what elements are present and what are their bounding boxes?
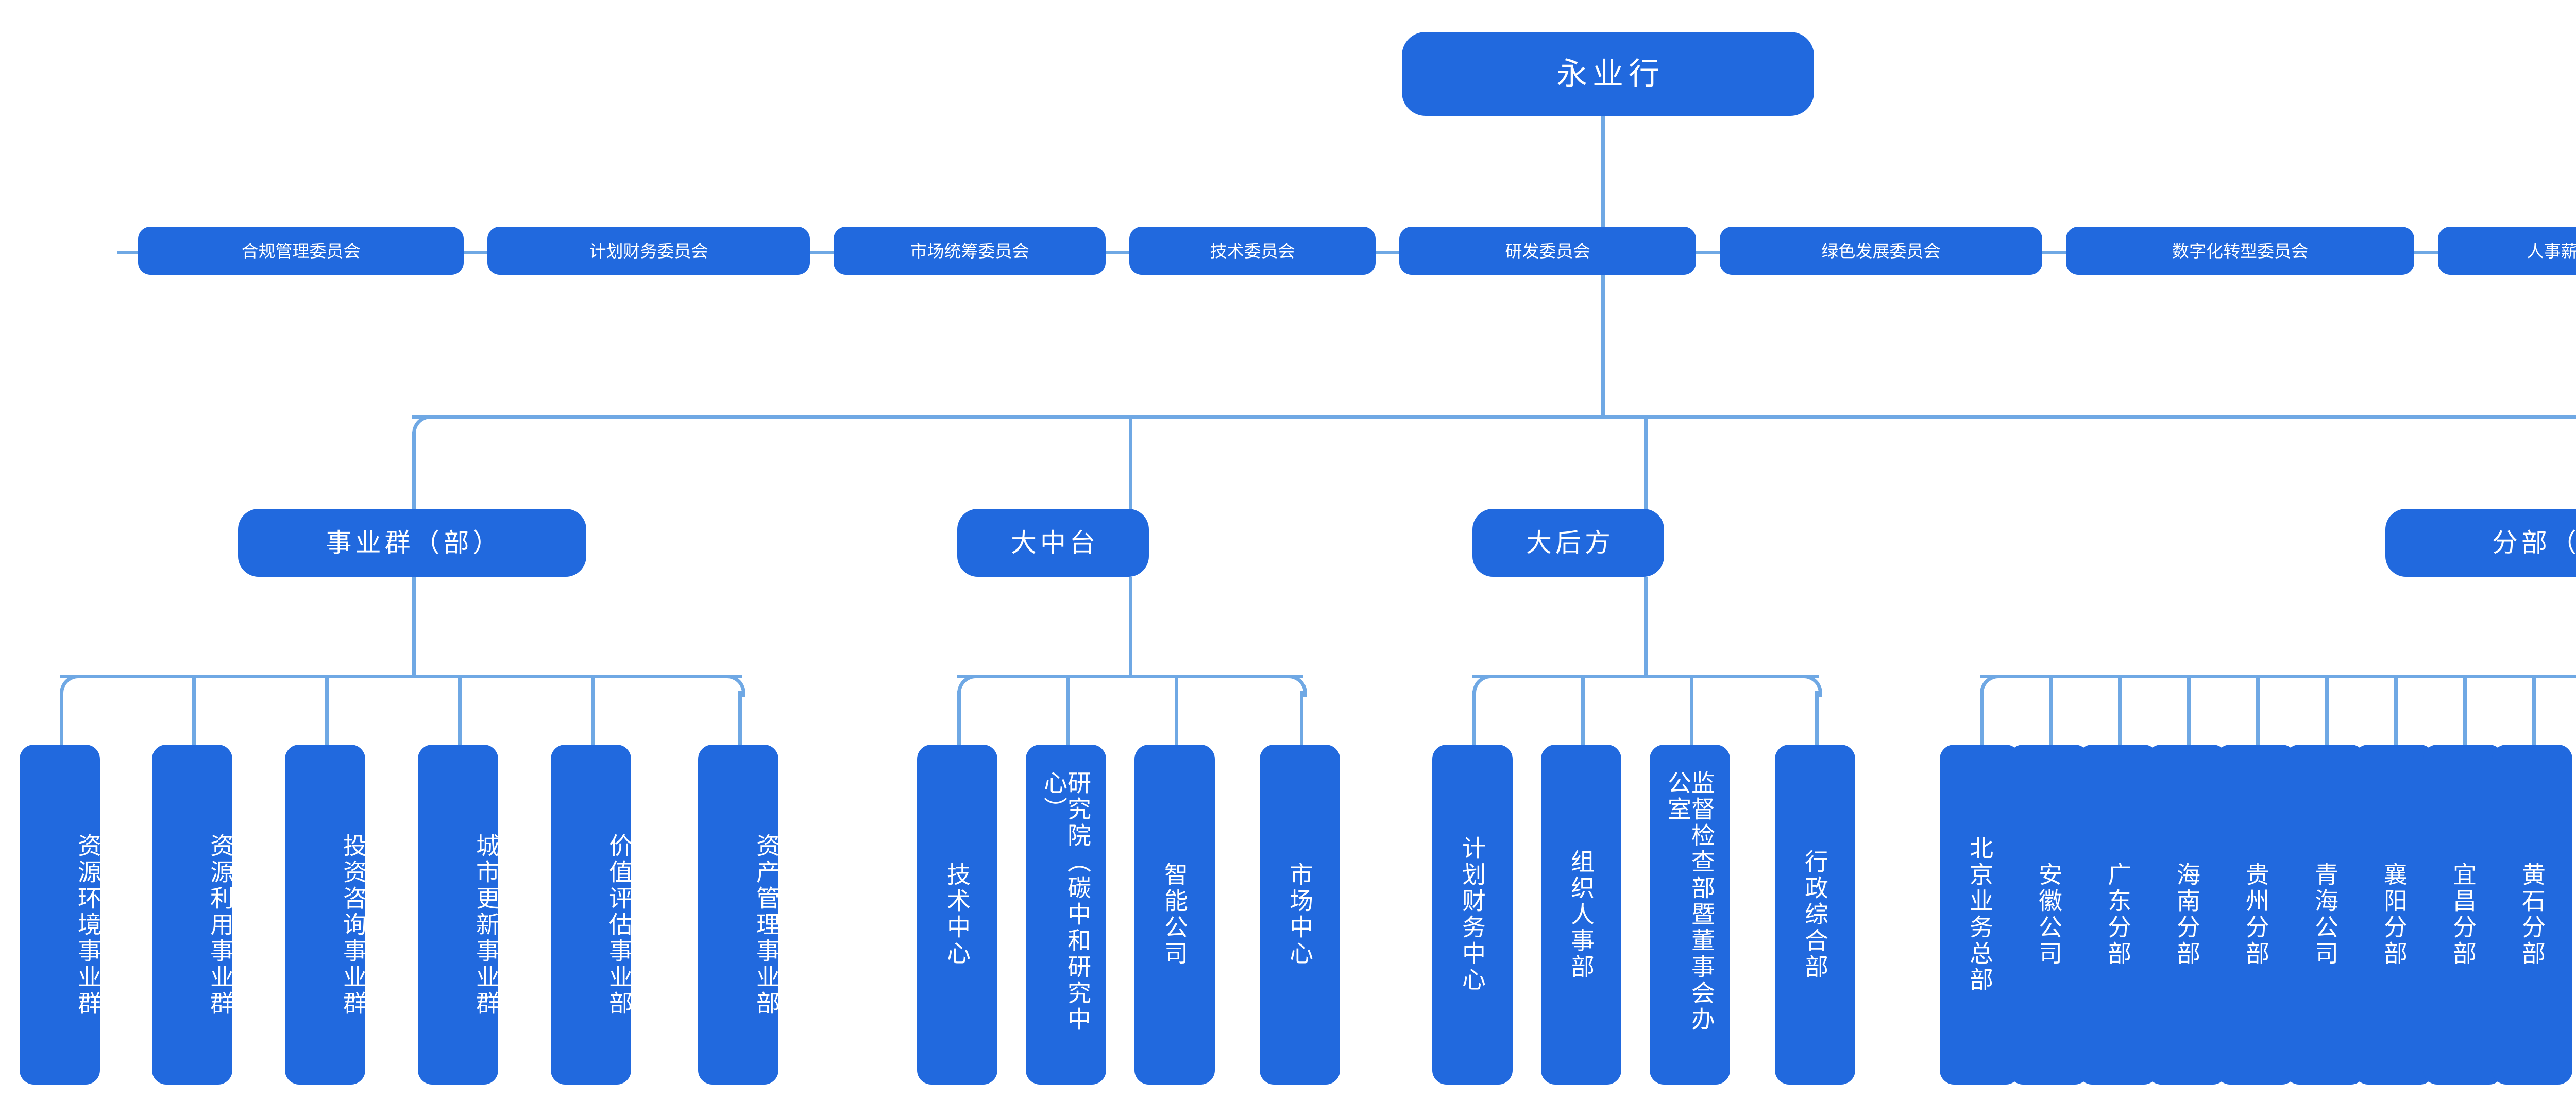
connector-branch-drop-9 xyxy=(2532,675,2536,745)
leaf-node-back-4[interactable]: 行政综合部 xyxy=(1775,745,1855,1085)
committee-node-3[interactable]: 市场统筹委员会 xyxy=(834,227,1106,275)
connector-root-down xyxy=(1601,115,1605,232)
connector-branch-drop-6 xyxy=(2325,675,2329,745)
connector-trunk-through-committees xyxy=(1601,270,1605,415)
committee-node-2[interactable]: 计划财务委员会 xyxy=(487,227,810,275)
connector-mid-bus-left-corner xyxy=(957,675,979,697)
connector-back-bus xyxy=(1472,675,1819,678)
committee-node-6[interactable]: 绿色发展委员会 xyxy=(1720,227,2042,275)
connector-bu-drop-4 xyxy=(458,675,462,745)
connector-back-drop-3 xyxy=(1690,675,1693,745)
leaf-node-mid-2-text: 研究院（碳中和研究中心） xyxy=(1040,770,1092,1033)
leaf-node-bu-4[interactable]: 城市更新事业群 xyxy=(418,745,500,1085)
connector-branch-drop-3 xyxy=(2118,675,2122,745)
leaf-node-branch-1[interactable]: 北京业务总部 xyxy=(1940,745,2020,1085)
committee-node-7[interactable]: 数字化转型委员会 xyxy=(2066,227,2414,275)
connector-mid-drop-2 xyxy=(1066,675,1070,745)
connector-bu-bus-left-corner xyxy=(60,675,82,697)
leaf-node-mid-2[interactable]: 研究院（碳中和研究中心） xyxy=(1026,745,1106,1085)
connector-branch-bus xyxy=(1980,675,2576,678)
connector-committee-chain-4 xyxy=(1106,251,1129,254)
connector-division-drop-3 xyxy=(1644,415,1648,509)
connector-back-stem xyxy=(1644,577,1648,675)
root-node[interactable]: 永业行 xyxy=(1402,32,1814,116)
committee-node-8[interactable]: 人事薪酬委员会 xyxy=(2438,227,2576,275)
connector-branch-bus-left-corner xyxy=(1980,675,2002,697)
connector-bu-bus xyxy=(60,675,742,678)
committee-node-1[interactable]: 合规管理委员会 xyxy=(138,227,464,275)
leaf-node-bu-6[interactable]: 资产管理事业部 xyxy=(698,745,781,1085)
connector-division-drop-1 xyxy=(412,432,416,509)
connector-committee-chain-7 xyxy=(2042,251,2066,254)
connector-bu-bus-right-corner xyxy=(723,675,745,697)
connector-branch-drop-5 xyxy=(2256,675,2260,745)
leaf-node-branch-9[interactable]: 黄石分部 xyxy=(2492,745,2572,1085)
leaf-node-back-1[interactable]: 计划财务中心 xyxy=(1432,745,1513,1085)
connector-mid-drop-1 xyxy=(957,691,961,745)
connector-branch-drop-8 xyxy=(2463,675,2467,745)
connector-division-drop-2 xyxy=(1129,415,1132,509)
committee-node-4[interactable]: 技术委员会 xyxy=(1129,227,1376,275)
connector-bu-drop-6 xyxy=(738,691,742,745)
connector-bu-drop-2 xyxy=(192,675,196,745)
connector-mid-drop-4 xyxy=(1300,691,1303,745)
division-node-business-group[interactable]: 事业群（部） xyxy=(238,509,586,577)
leaf-node-mid-1[interactable]: 技术中心 xyxy=(917,745,997,1085)
connector-division-bus xyxy=(412,415,2576,419)
connector-branch-drop-2 xyxy=(2049,675,2053,745)
connector-committee-chain-8 xyxy=(2414,251,2438,254)
connector-division-bus-left-corner xyxy=(412,415,434,437)
connector-committee-chain-2 xyxy=(464,251,487,254)
leaf-node-branch-2[interactable]: 安徽公司 xyxy=(2009,745,2089,1085)
connector-back-bus-left-corner xyxy=(1472,675,1495,697)
connector-branch-drop-4 xyxy=(2187,675,2191,745)
connector-mid-drop-3 xyxy=(1175,675,1178,745)
leaf-node-branch-7[interactable]: 襄阳分部 xyxy=(2354,745,2434,1085)
connector-back-drop-2 xyxy=(1581,675,1585,745)
connector-bu-drop-1 xyxy=(60,691,63,745)
leaf-node-bu-2[interactable]: 资源利用事业群 xyxy=(152,745,234,1085)
connector-mid-stem xyxy=(1129,577,1132,675)
connector-committee-chain-5 xyxy=(1376,251,1399,254)
connector-committee-chain-3 xyxy=(810,251,834,254)
division-node-back-office[interactable]: 大后方 xyxy=(1472,509,1664,577)
leaf-node-back-2[interactable]: 组织人事部 xyxy=(1541,745,1621,1085)
leaf-node-bu-5[interactable]: 价值评估事业部 xyxy=(551,745,633,1085)
connector-bu-drop-3 xyxy=(325,675,329,745)
leaf-node-back-3[interactable]: 监督检查部暨董事会办公室 xyxy=(1650,745,1730,1085)
leaf-node-bu-1[interactable]: 资源环境事业群 xyxy=(20,745,102,1085)
leaf-node-mid-4[interactable]: 市场中心 xyxy=(1260,745,1340,1085)
connector-back-bus-right-corner xyxy=(1800,675,1822,697)
division-node-branches[interactable]: 分部（分公司） xyxy=(2385,509,2576,577)
connector-committee-chain-1 xyxy=(117,251,138,254)
leaf-node-back-3-text: 监督检查部暨董事会办公室 xyxy=(1664,770,1716,1033)
connector-back-drop-4 xyxy=(1815,691,1819,745)
committee-node-5[interactable]: 研发委员会 xyxy=(1399,227,1696,275)
connector-mid-bus xyxy=(957,675,1303,678)
connector-bu-stem xyxy=(412,577,416,675)
connector-back-drop-1 xyxy=(1472,691,1476,745)
connector-mid-bus-right-corner xyxy=(1285,675,1307,697)
connector-committee-chain-6 xyxy=(1696,251,1720,254)
connector-branch-drop-1 xyxy=(1980,691,1984,745)
connector-bu-drop-5 xyxy=(591,675,595,745)
connector-division-bus-right-corner xyxy=(2569,415,2576,437)
leaf-node-branch-3[interactable]: 广东分部 xyxy=(2078,745,2158,1085)
division-node-mid-platform[interactable]: 大中台 xyxy=(957,509,1149,577)
leaf-node-bu-3[interactable]: 投资咨询事业群 xyxy=(285,745,367,1085)
leaf-node-branch-6[interactable]: 青海公司 xyxy=(2285,745,2365,1085)
leaf-node-branch-5[interactable]: 贵州分部 xyxy=(2216,745,2296,1085)
leaf-node-branch-8[interactable]: 宜昌分部 xyxy=(2423,745,2503,1085)
leaf-node-branch-4[interactable]: 海南分部 xyxy=(2147,745,2227,1085)
connector-branch-drop-7 xyxy=(2394,675,2398,745)
leaf-node-mid-3[interactable]: 智能公司 xyxy=(1134,745,1215,1085)
